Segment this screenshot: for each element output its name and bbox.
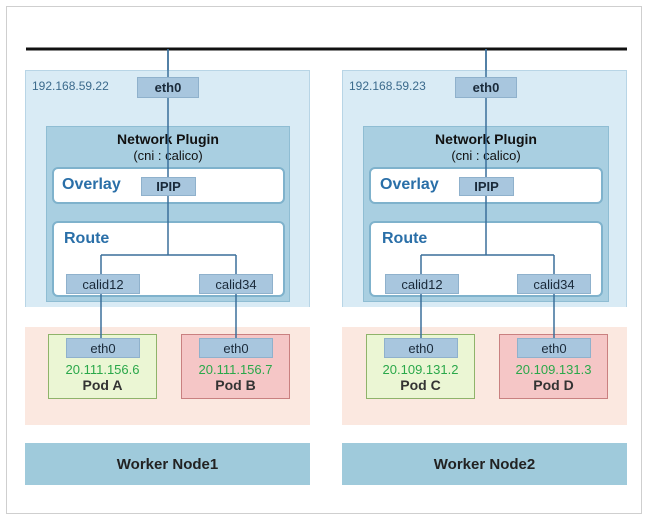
node1-iface-calid12: calid12: [66, 274, 140, 294]
pod-d-eth0: eth0: [517, 338, 591, 358]
pod-b-ip: 20.111.156.7: [198, 362, 273, 377]
node1-plugin-title: Network Plugin: [117, 131, 219, 147]
node2-spacer-top: [342, 307, 627, 327]
pod-c-eth0: eth0: [384, 338, 458, 358]
node1-iface-calid34: calid34: [199, 274, 273, 294]
node1-spacer-top: [25, 307, 310, 327]
pod-c-name: Pod C: [400, 377, 441, 393]
node2-plugin-title: Network Plugin: [435, 131, 537, 147]
node2-iface-calid34: calid34: [517, 274, 591, 294]
node1-overlay-label: Overlay: [62, 176, 121, 193]
pod-b-eth0: eth0: [199, 338, 273, 358]
node2-spacer-bottom: [342, 425, 627, 443]
pod-b-name: Pod B: [215, 377, 256, 393]
pod-a-ip: 20.111.156.6: [65, 362, 140, 377]
node2-iface-calid12: calid12: [385, 274, 459, 294]
node1-route-label: Route: [64, 230, 110, 247]
node1-plugin-subtitle: (cni : calico): [133, 148, 203, 163]
pod-d-ip: 20.109.131.3: [515, 362, 592, 377]
pod-c-ip: 20.109.131.2: [382, 362, 459, 377]
node1-spacer-bottom: [25, 425, 310, 443]
node2-ipip: IPIP: [459, 177, 514, 196]
node2-footer: Worker Node2: [342, 443, 627, 485]
node2-plugin-subtitle: (cni : calico): [451, 148, 521, 163]
node2-overlay-label: Overlay: [380, 176, 439, 193]
node1-host-ip: 192.168.59.22: [32, 79, 109, 93]
node1-ipip: IPIP: [141, 177, 196, 196]
pod-a-name: Pod A: [82, 377, 123, 393]
pod-d-name: Pod D: [533, 377, 574, 393]
node2-route-label: Route: [382, 230, 428, 247]
node1-eth0: eth0: [137, 77, 199, 98]
node2-eth0: eth0: [455, 77, 517, 98]
node2-host-ip: 192.168.59.23: [349, 79, 426, 93]
node1-footer: Worker Node1: [25, 443, 310, 485]
pod-a-eth0: eth0: [66, 338, 140, 358]
